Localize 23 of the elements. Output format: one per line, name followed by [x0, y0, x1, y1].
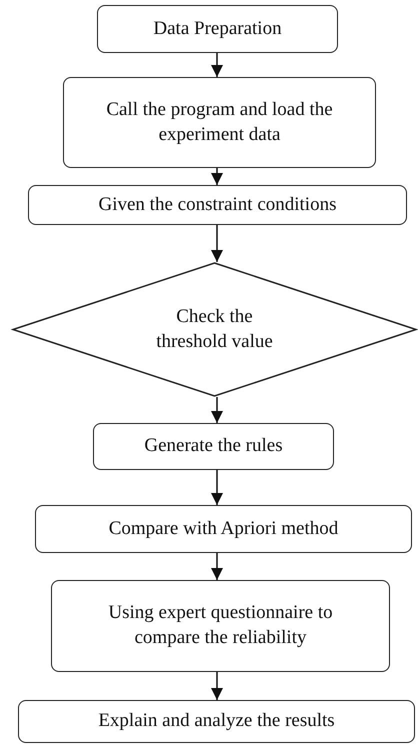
process-box — [18, 700, 415, 743]
arrow — [211, 672, 223, 700]
arrow — [211, 53, 223, 77]
node-text: Data Preparation — [153, 16, 282, 41]
node-text: Call the program and load the experiment data — [106, 98, 333, 146]
process-box — [35, 505, 412, 553]
decision-diamond — [12, 262, 417, 397]
process-box — [28, 185, 407, 225]
node-text: Given the constraint conditions — [98, 192, 336, 217]
node-text: Check the threshold value — [155, 304, 274, 354]
process-box — [63, 77, 376, 168]
arrow — [211, 168, 223, 185]
node-text: Using expert questionnaire to compare the reliability — [107, 601, 334, 650]
node-text: Explain and analyze the results — [98, 709, 335, 734]
arrow — [211, 470, 223, 505]
arrow — [211, 553, 223, 580]
node-text: Compare with Apriori method — [108, 516, 338, 541]
arrow — [211, 225, 223, 262]
process-box — [93, 423, 334, 470]
node-text: Generate the rules — [144, 434, 283, 458]
process-box — [97, 5, 338, 53]
arrow — [211, 397, 223, 423]
process-box — [51, 580, 390, 672]
